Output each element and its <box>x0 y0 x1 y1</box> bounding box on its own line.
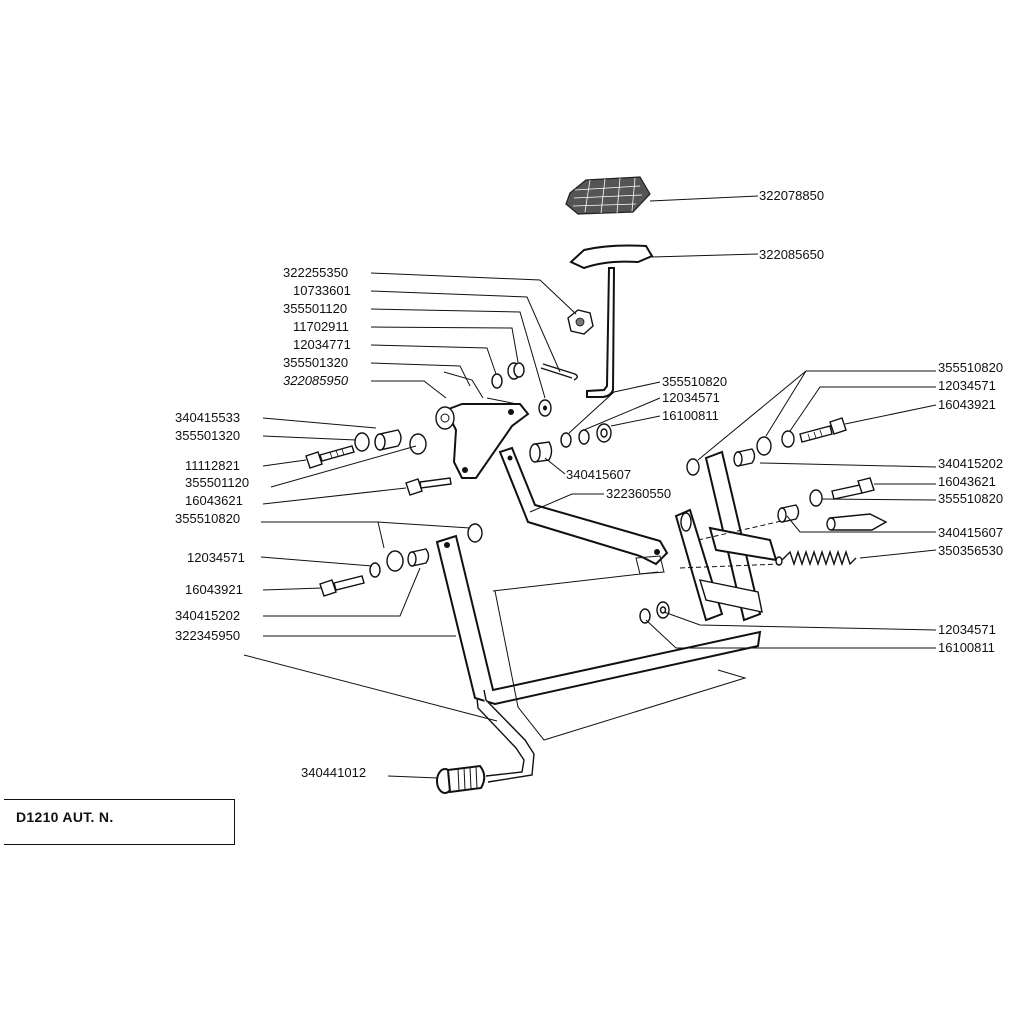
housing-outline <box>243 571 747 741</box>
label-355501320-mid: 355501320 <box>175 428 240 443</box>
label-16043921-left: 16043921 <box>185 582 243 597</box>
pin-10733601 <box>540 363 578 381</box>
label-340415607-center: 340415607 <box>566 467 631 482</box>
right-mid-hardware <box>733 448 875 523</box>
bottom-washers <box>639 601 670 624</box>
label-322345950: 322345950 <box>175 628 240 643</box>
label-12034571-center: 12034571 <box>662 390 720 405</box>
label-10733601: 10733601 <box>293 283 351 298</box>
bolt-11112821 <box>305 445 355 469</box>
washer-group-upper <box>491 362 552 417</box>
label-350356530: 350356530 <box>938 543 1003 558</box>
label-12034771: 12034771 <box>293 337 351 352</box>
label-322085950: 322085950 <box>283 373 349 388</box>
title-box: D1210 AUT. N. <box>4 799 235 845</box>
label-11702911: 11702911 <box>293 319 349 334</box>
label-355501320-top: 355501320 <box>283 355 348 370</box>
label-340415202-right: 340415202 <box>938 456 1003 471</box>
label-322078850: 322078850 <box>759 188 824 203</box>
label-12034571-right-top: 12034571 <box>938 378 996 393</box>
pedal-rubber-pad <box>565 176 651 215</box>
label-355501120-mid: 355501120 <box>185 475 249 490</box>
frame-322345950 <box>435 534 762 783</box>
label-16100811-center: 16100811 <box>662 408 719 423</box>
label-355510820-right: 355510820 <box>938 491 1003 506</box>
label-355510820-right-top: 355510820 <box>938 360 1003 375</box>
diagram-title: D1210 AUT. N. <box>16 809 114 825</box>
left-bush-group <box>354 429 427 455</box>
right-pin-and-spring <box>775 513 888 567</box>
label-340415202-left: 340415202 <box>175 608 240 623</box>
bracket-322085950 <box>435 371 530 479</box>
left-lower-hardware <box>319 523 483 597</box>
label-12034571-left: 12034571 <box>187 550 245 565</box>
label-355510820-left: 355510820 <box>175 511 240 526</box>
pedal-lever <box>569 244 654 398</box>
label-11112821: 11112821 <box>185 458 240 473</box>
center-bush-group <box>529 423 612 463</box>
bolt-16043621-left <box>405 477 452 496</box>
right-upper-hardware <box>686 417 847 476</box>
label-16043621-right: 16043621 <box>938 474 996 489</box>
label-16043921-right: 16043921 <box>938 397 996 412</box>
label-12034571-bottom: 12034571 <box>938 622 996 637</box>
label-16043621-left: 16043621 <box>185 493 243 508</box>
label-322255350: 322255350 <box>283 265 348 280</box>
label-355510820-center: 355510820 <box>662 374 727 389</box>
rod-322360550 <box>498 446 669 566</box>
leader-lines <box>260 195 937 779</box>
label-355501120-top: 355501120 <box>283 301 347 316</box>
label-322085650: 322085650 <box>759 247 824 262</box>
label-322360550: 322360550 <box>606 486 671 501</box>
label-16100811-bottom: 16100811 <box>938 640 995 655</box>
handle-340441012 <box>436 764 486 794</box>
label-340441012: 340441012 <box>301 765 366 780</box>
part-labels: 322078850 322085650 322255350 10733601 3… <box>175 188 1003 780</box>
label-340415533: 340415533 <box>175 410 240 425</box>
right-bracket-arms <box>635 450 787 622</box>
label-340415607-right: 340415607 <box>938 525 1003 540</box>
nut-322255350 <box>567 309 594 335</box>
